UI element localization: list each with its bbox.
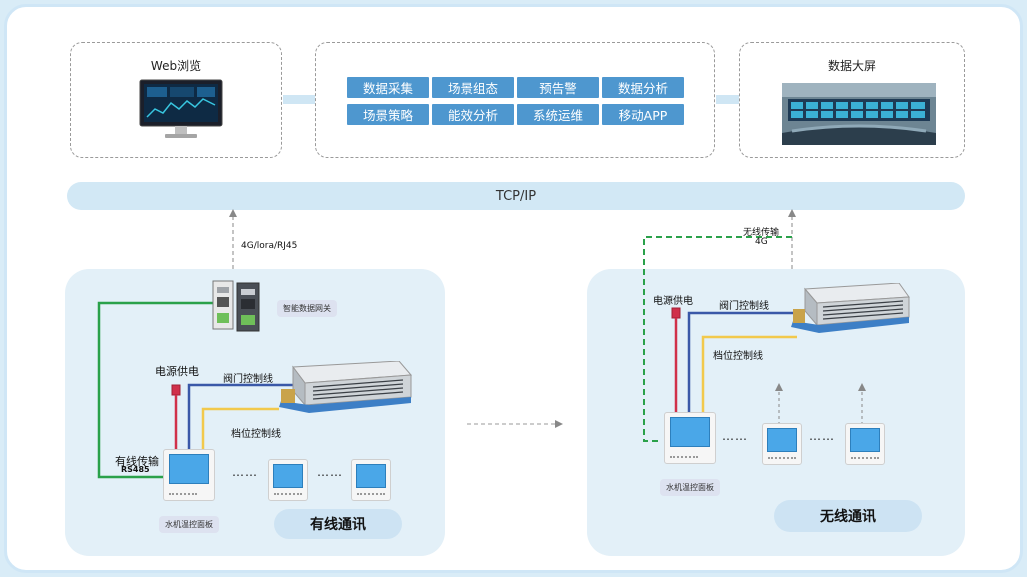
monitor-icon xyxy=(139,79,223,138)
wireless-valve-label: 阀门控制线 xyxy=(719,301,769,312)
wired-thermostat-2 xyxy=(268,459,308,501)
control-room-icon xyxy=(782,83,936,145)
wired-thermostat-tag: 水机温控面板 xyxy=(159,516,219,533)
feature-ops: 系统运维 xyxy=(517,104,599,125)
gateway-tag: 智能数据网关 xyxy=(277,300,337,317)
wired-speed-label: 档位控制线 xyxy=(231,429,281,440)
wireless-thermostat-tag: 水机温控面板 xyxy=(660,479,720,496)
gateway-icon xyxy=(212,280,260,332)
wired-power-label: 电源供电 xyxy=(155,365,199,378)
web-browse-title: Web浏览 xyxy=(150,59,202,73)
feature-mobile-app: 移动APP xyxy=(602,104,684,125)
feature-energy-analysis: 能效分析 xyxy=(432,104,514,125)
thermostat-screen xyxy=(169,454,209,484)
wired-valve-label: 阀门控制线 xyxy=(223,374,273,385)
thermostat-screen xyxy=(356,464,386,488)
thermostat-buttons xyxy=(768,457,796,460)
wireless-ellipsis-1: …… xyxy=(722,429,748,443)
feature-data-analysis: 数据分析 xyxy=(602,77,684,98)
connection-lines xyxy=(97,209,866,479)
thermostat-buttons xyxy=(274,493,302,496)
feature-alarm: 预告警 xyxy=(517,77,599,98)
thermostat-screen xyxy=(850,428,880,452)
fan-coil-unit-icon xyxy=(791,283,910,333)
feature-data-collect: 数据采集 xyxy=(347,77,429,98)
thermostat-screen xyxy=(273,464,303,488)
wired-thermostat-3 xyxy=(351,459,391,501)
thermostat-buttons xyxy=(670,456,698,459)
wireless-ellipsis-2: …… xyxy=(809,429,835,443)
big-screen-title: 数据大屏 xyxy=(827,59,876,73)
wireless-uplink-label-1: 无线传输 xyxy=(743,228,780,238)
diagram-frame: Web浏览 数据采集 场景组态 预告警 数据分析 场景策略 能效分析 系统运维 … xyxy=(4,4,1023,573)
connector-right xyxy=(716,95,740,104)
thermostat-buttons xyxy=(357,493,385,496)
connector-left xyxy=(283,95,315,104)
wireless-title: 无线通讯 xyxy=(774,500,922,532)
platform-box xyxy=(315,42,715,158)
thermostat-screen xyxy=(767,428,797,452)
wireless-main-thermostat xyxy=(664,412,716,464)
wired-title: 有线通讯 xyxy=(274,509,402,539)
tcp-ip-bar: TCP/IP xyxy=(67,182,965,210)
wired-ellipsis-2: …… xyxy=(317,465,343,479)
wired-ellipsis-1: …… xyxy=(232,465,258,479)
feature-scene-strategy: 场景策略 xyxy=(347,104,429,125)
wired-uplink-label: 4G/lora/RJ45 xyxy=(241,241,298,251)
rs485-label: RS485 xyxy=(121,465,150,474)
wireless-uplink-label-2: 4G xyxy=(755,237,768,247)
web-browse-box: Web浏览 xyxy=(70,42,282,158)
wireless-power-label: 电源供电 xyxy=(653,296,693,307)
big-screen-box: 数据大屏 xyxy=(739,42,965,158)
wireless-speed-label: 档位控制线 xyxy=(713,351,763,362)
thermostat-buttons xyxy=(169,493,197,496)
wired-transfer-label: 有线传输 xyxy=(115,455,159,468)
thermostat-screen xyxy=(670,417,710,447)
feature-scene-config: 场景组态 xyxy=(432,77,514,98)
wireless-thermostat-2 xyxy=(762,423,802,465)
fan-coil-unit-icon xyxy=(279,361,413,413)
thermostat-buttons xyxy=(851,457,879,460)
wired-main-thermostat xyxy=(163,449,215,501)
wireless-thermostat-3 xyxy=(845,423,885,465)
